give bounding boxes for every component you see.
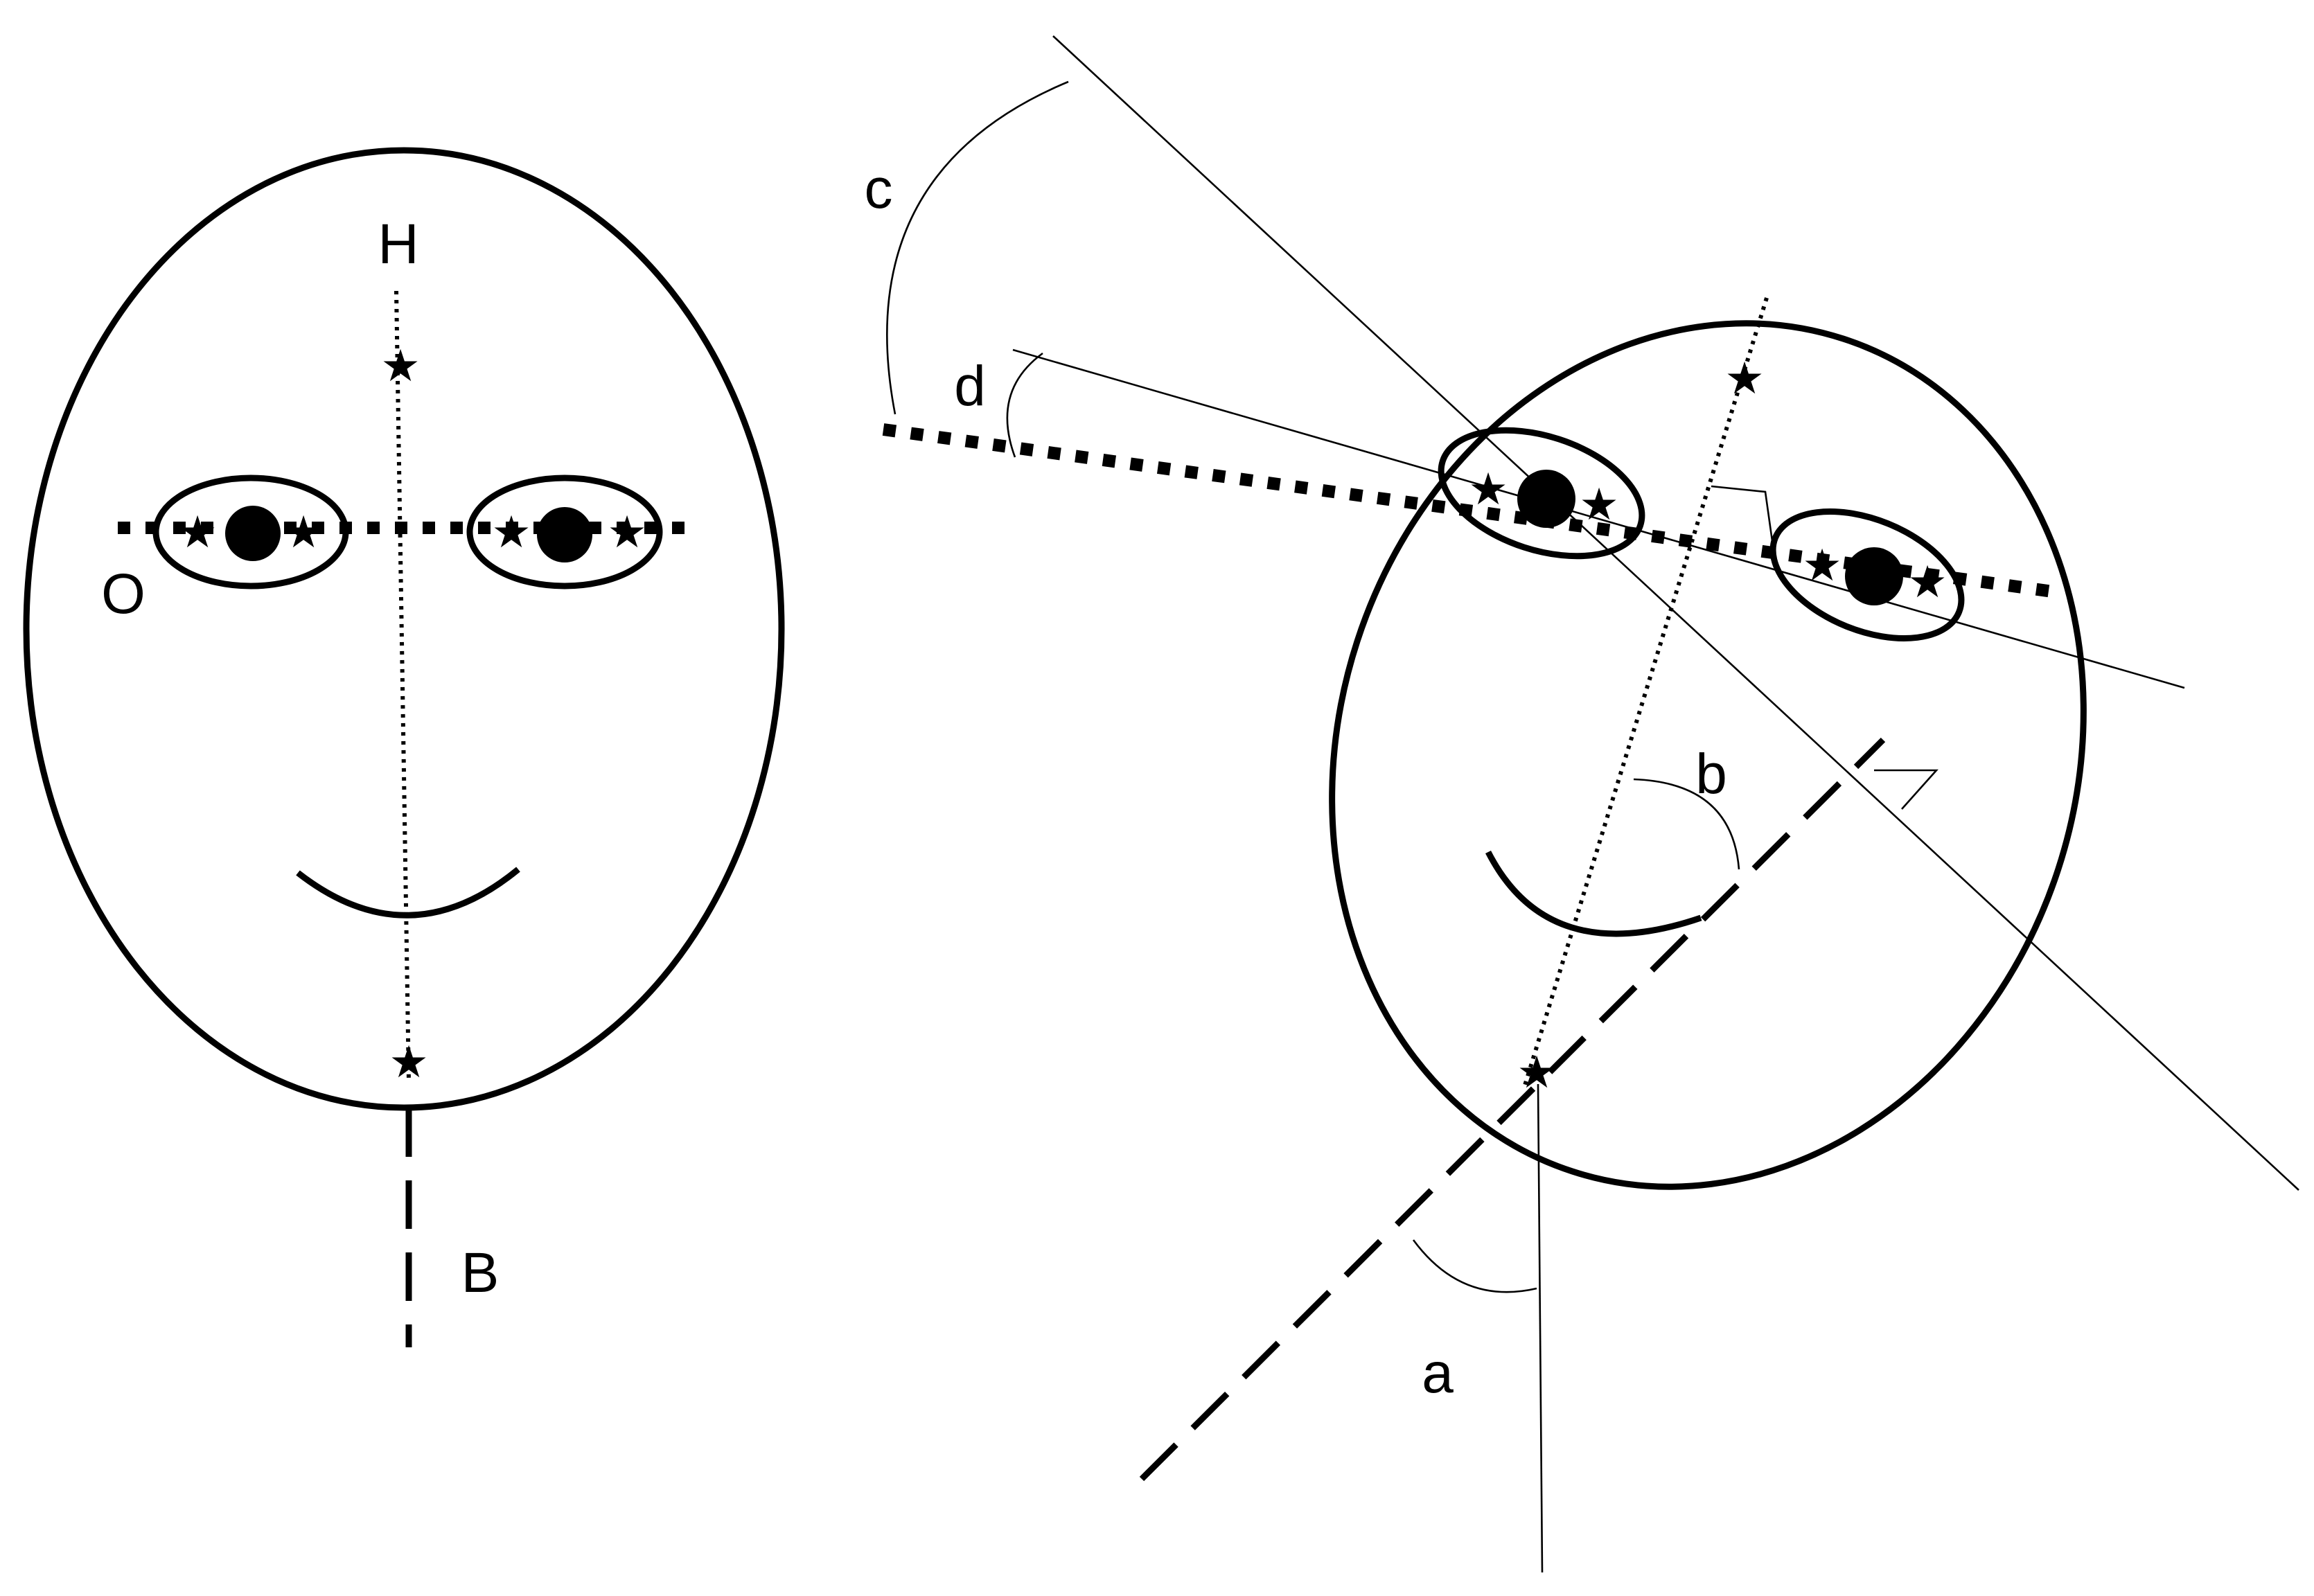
right-angle-eye-midline bbox=[1711, 485, 1775, 551]
body-axis-perpendicular bbox=[1052, 35, 2299, 1191]
upright-star-forehead: ★ bbox=[380, 341, 420, 392]
label-c: c bbox=[865, 157, 893, 220]
label-H: H bbox=[378, 213, 418, 276]
angle-b-arc bbox=[1633, 778, 1740, 870]
tilted-right-pupil bbox=[1845, 547, 1903, 605]
upright-star-right-inner: ★ bbox=[491, 507, 531, 558]
upright-star-right-outer: ★ bbox=[607, 507, 646, 558]
upright-right-pupil bbox=[537, 507, 592, 562]
eye-reference-line bbox=[1012, 348, 2185, 689]
upright-left-pupil bbox=[225, 506, 281, 561]
tilted-left-eye bbox=[1438, 427, 1645, 560]
upright-right-eye bbox=[466, 475, 663, 589]
upright-mouth bbox=[296, 867, 520, 919]
tilted-star-right-outer: ★ bbox=[1907, 557, 1947, 608]
label-B: B bbox=[461, 1241, 500, 1304]
tilted-face-outline bbox=[1329, 320, 2087, 1190]
right-angle-body-axis bbox=[1874, 769, 1938, 810]
label-O: O bbox=[101, 562, 145, 626]
tilted-star-left-inner: ★ bbox=[1579, 479, 1618, 531]
upright-star-left-outer: ★ bbox=[177, 507, 217, 558]
upright-midline bbox=[394, 290, 411, 1081]
angle-d-arc bbox=[1006, 352, 1043, 458]
tilted-midline bbox=[1522, 297, 1769, 1088]
upright-face: ★ ★ ★ ★ ★ ★ H O B bbox=[23, 147, 785, 1347]
tilted-star-chin: ★ bbox=[1517, 1047, 1556, 1099]
tilted-right-eye bbox=[1769, 508, 1965, 641]
vertical-reference-line bbox=[1537, 1083, 1544, 1573]
tilted-star-forehead: ★ bbox=[1724, 353, 1764, 405]
upright-face-outline bbox=[23, 147, 785, 1111]
tilted-body-axis bbox=[1139, 737, 1886, 1482]
angle-a-arc bbox=[1412, 1239, 1537, 1293]
angle-c-arc bbox=[886, 80, 1069, 415]
tilted-eye-line bbox=[882, 423, 2059, 598]
label-d: d bbox=[954, 355, 986, 418]
tilted-face: ★ ★ ★ ★ ★ ★ a b c d bbox=[865, 35, 2299, 1573]
upright-left-eye bbox=[152, 475, 349, 589]
upright-star-left-inner: ★ bbox=[283, 507, 323, 558]
tilted-left-pupil bbox=[1517, 470, 1575, 528]
tilted-mouth bbox=[1485, 850, 1702, 937]
tilted-star-right-inner: ★ bbox=[1802, 540, 1842, 592]
label-b: b bbox=[1695, 743, 1727, 806]
upright-star-chin: ★ bbox=[389, 1037, 428, 1088]
label-a: a bbox=[1422, 1342, 1454, 1405]
tilted-star-left-outer: ★ bbox=[1468, 464, 1508, 515]
